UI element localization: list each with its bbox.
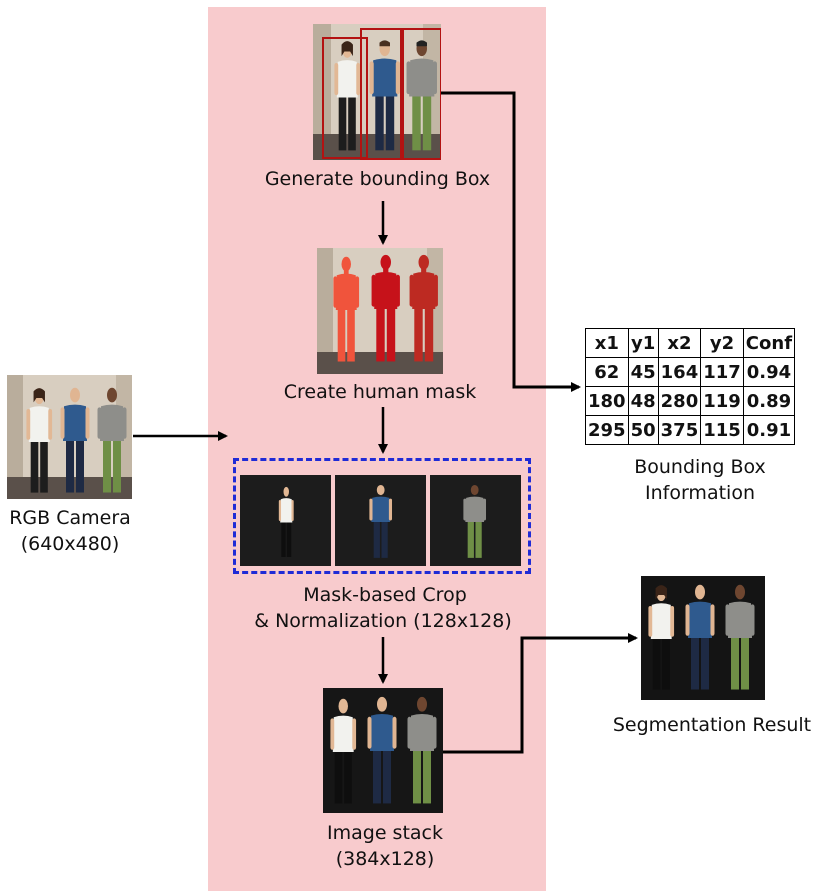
bbox-image bbox=[313, 24, 441, 160]
table-cell: 48 bbox=[627, 386, 659, 416]
table-cell: 119 bbox=[700, 386, 744, 416]
table-row: 180 48 280 119 0.89 bbox=[585, 386, 796, 416]
generate-bbox-label: Generate bounding Box bbox=[264, 168, 491, 190]
segmentation-result-image bbox=[641, 576, 765, 700]
table-cell: 375 bbox=[657, 415, 702, 445]
table-header-cell: x2 bbox=[657, 328, 702, 358]
crop-norm-label-1: Mask-based Crop bbox=[303, 584, 467, 606]
arrow-stack-to-segmentation bbox=[443, 633, 638, 754]
person-2 bbox=[369, 40, 400, 151]
crop-image-3 bbox=[430, 475, 521, 566]
table-header-cell: y1 bbox=[627, 328, 659, 358]
mask-image bbox=[317, 248, 443, 374]
rgb-camera-image bbox=[7, 375, 132, 499]
crop-group-box bbox=[233, 458, 531, 574]
table-cell: 62 bbox=[585, 357, 629, 387]
table-cell: 295 bbox=[585, 415, 629, 445]
table-cell: 0.89 bbox=[742, 386, 796, 416]
person-1 bbox=[334, 41, 361, 151]
bbox-info-label-2: Information bbox=[645, 482, 755, 504]
crop-image-2 bbox=[335, 475, 426, 566]
rgb-camera-label-2: (640x480) bbox=[20, 533, 120, 555]
bbox-info-label-1: Bounding Box bbox=[634, 456, 766, 478]
create-mask-label: Create human mask bbox=[283, 381, 477, 403]
table-cell: 180 bbox=[585, 386, 629, 416]
segmentation-result-label: Segmentation Result bbox=[612, 714, 812, 736]
table-row: 62 45 164 117 0.94 bbox=[585, 357, 796, 387]
image-stack-label-1: Image stack bbox=[327, 822, 443, 844]
crop-image-1 bbox=[240, 475, 331, 566]
table-row: x1 y1 x2 y2 Conf bbox=[585, 328, 796, 358]
arrow-bbox-to-table bbox=[441, 91, 581, 392]
bbox-table: x1 y1 x2 y2 Conf 62 45 164 117 0.94 180 … bbox=[585, 328, 796, 445]
image-stack-image bbox=[323, 688, 443, 813]
table-cell: 0.91 bbox=[742, 415, 796, 445]
table-row: 295 50 375 115 0.91 bbox=[585, 415, 796, 445]
rgb-camera-label-1: RGB Camera bbox=[9, 507, 131, 529]
table-cell: 50 bbox=[627, 415, 659, 445]
table-cell: 115 bbox=[700, 415, 744, 445]
crop-norm-label-2: & Normalization (128x128) bbox=[254, 610, 512, 632]
person-3 bbox=[406, 40, 437, 151]
table-cell: 164 bbox=[657, 357, 702, 387]
image-stack-label-2: (384x128) bbox=[335, 848, 435, 870]
